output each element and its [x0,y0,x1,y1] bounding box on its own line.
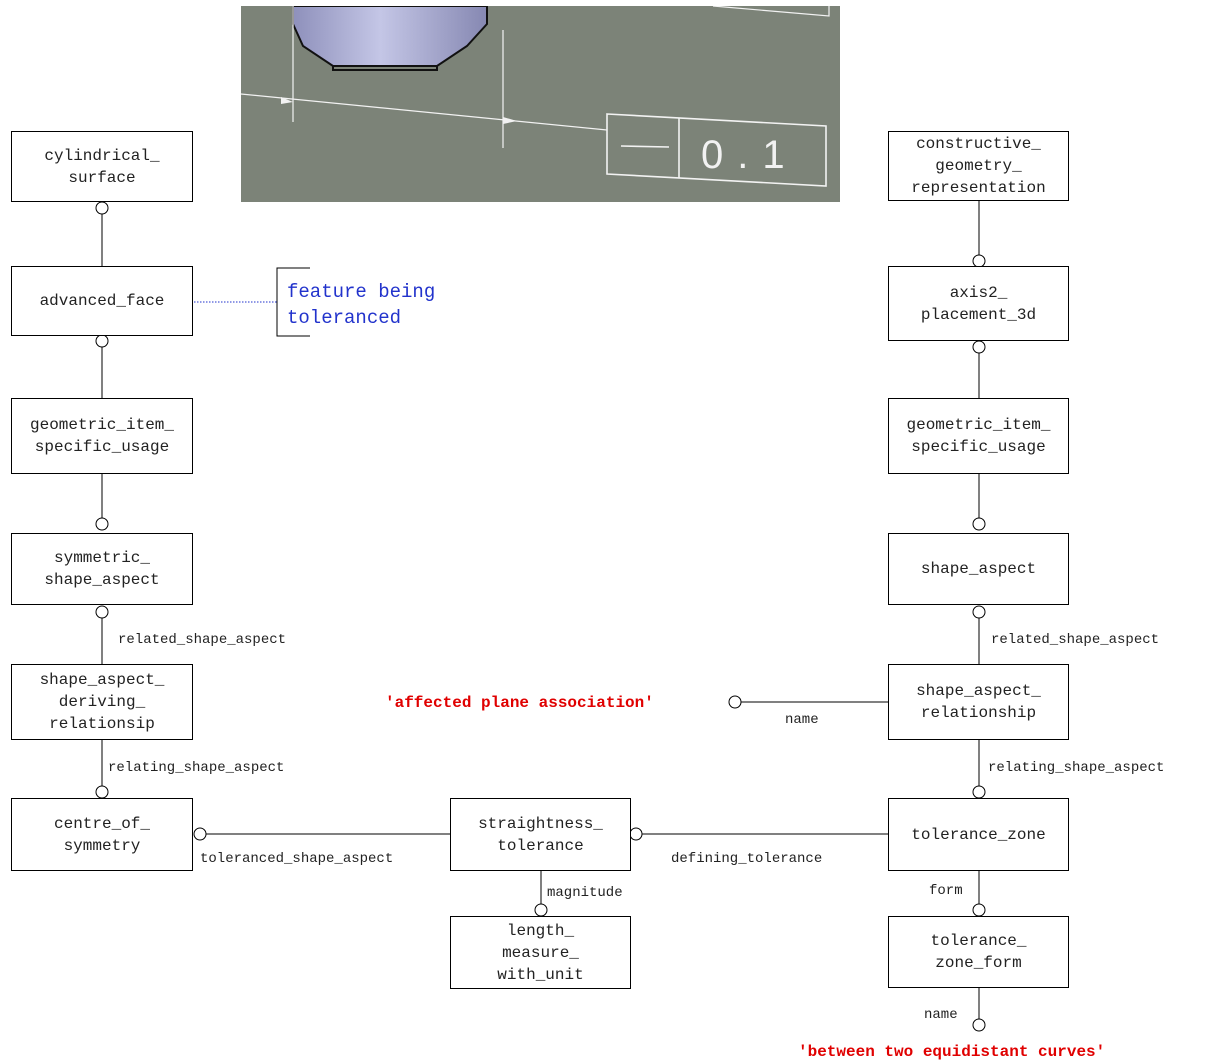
centre-of-symmetry-box: centre_of_ symmetry [11,798,193,871]
geometric-item-specific-usage-right-box: geometric_item_ specific_usage [888,398,1069,474]
shape-aspect-box: shape_aspect [888,533,1069,605]
feature-being-toleranced-note: feature being toleranced [287,281,436,329]
tolerance-zone-form-box: tolerance_ zone_form [888,916,1069,988]
toleranced-shape-aspect-label: toleranced_shape_aspect [200,851,394,867]
connector-circle [95,605,109,619]
advanced-face-box: advanced_face [11,266,193,336]
cylindrical-surface-box: cylindrical_ surface [11,131,193,202]
connector-circle [972,605,986,619]
connector-circle [972,903,986,917]
form-label: form [929,883,963,899]
geometric-item-specific-usage-left-box: geometric_item_ specific_usage [11,398,193,474]
tolerance-value: 0.1 [701,133,799,177]
straightness-symbol [620,145,670,148]
connector-circle [972,785,986,799]
connector-circle [95,517,109,531]
leader-line [240,93,608,131]
magnitude-label: magnitude [547,885,623,901]
relating-shape-aspect-right-label: relating_shape_aspect [988,760,1165,776]
shape-aspect-deriving-relationship-box: shape_aspect_ deriving_ relationsip [11,664,193,740]
connector-circle [728,695,742,709]
affected-plane-association-value: 'affected plane association' [385,694,654,712]
shape-aspect-relationship-box: shape_aspect_ relationship [888,664,1069,740]
related-shape-aspect-right-label: related_shape_aspect [991,632,1160,648]
connector-circle [193,827,207,841]
connector-circle [972,340,986,354]
between-two-equidistant-curves-value: 'between two equidistant curves' [798,1043,1106,1061]
connector-circle [534,903,548,917]
symmetric-shape-aspect-box: symmetric_ shape_aspect [11,533,193,605]
length-measure-with-unit-box: length_ measure_ with_unit [450,916,631,989]
name-bottom-label: name [924,1007,958,1023]
tolerance-illustration: 0.1 [240,5,840,202]
tolerance-zone-box: tolerance_zone [888,798,1069,871]
constructive-geometry-representation-box: constructive_ geometry_ representation [888,131,1069,201]
connector-circle [629,827,643,841]
connector-circle [95,334,109,348]
related-shape-aspect-left-label: related_shape_aspect [118,632,287,648]
name-mid-label: name [785,712,819,728]
connector-circle [972,517,986,531]
connector-circle [972,1018,986,1032]
feature-control-frame [606,113,827,187]
straightness-tolerance-box: straightness_ tolerance [450,798,631,871]
connector-circle [95,201,109,215]
tolerance-photo: 0.1 [240,5,840,202]
relating-shape-aspect-left-label: relating_shape_aspect [108,760,285,776]
connector-circle [95,785,109,799]
defining-tolerance-label: defining_tolerance [671,851,823,867]
axis2-placement-3d-box: axis2_ placement_3d [888,266,1069,341]
